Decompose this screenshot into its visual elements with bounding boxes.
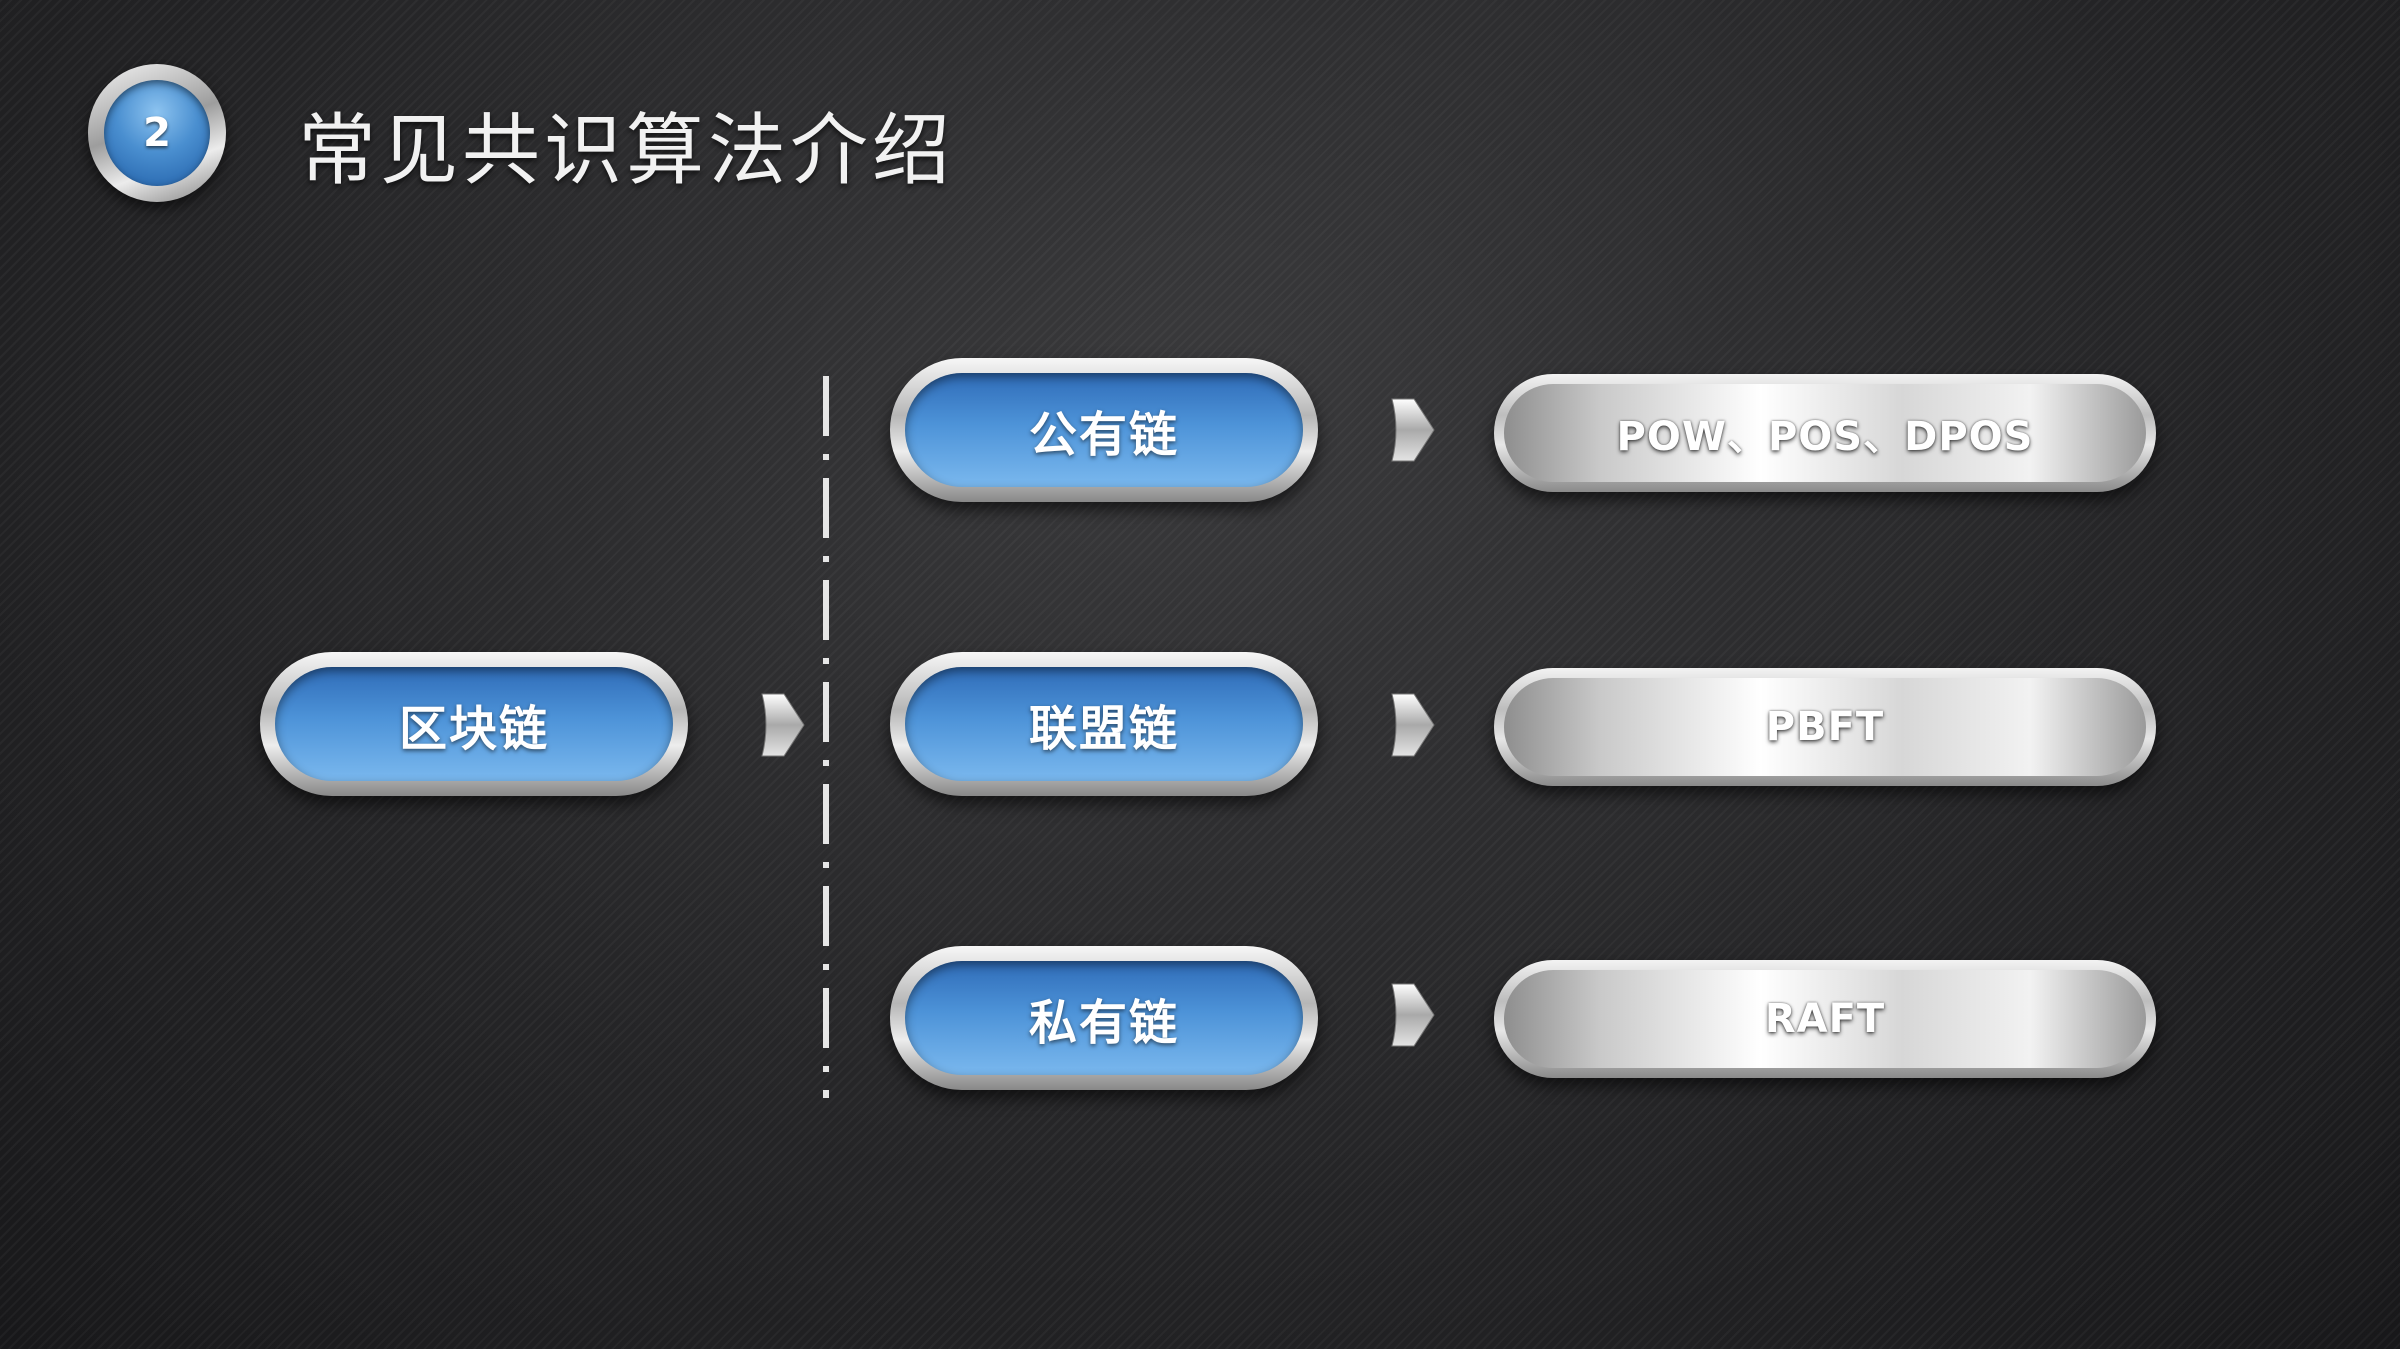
section-number: 2 xyxy=(104,80,210,186)
algorithm-box-public: POW、POS、DPOS xyxy=(1494,374,2156,492)
silver-arrow-icon xyxy=(761,693,805,757)
silver-arrow-icon xyxy=(1391,398,1435,462)
branch-node-label: 联盟链 xyxy=(905,667,1303,781)
root-node: 区块链 xyxy=(260,652,688,796)
branch-node-label: 公有链 xyxy=(905,373,1303,487)
algorithm-label: POW、POS、DPOS xyxy=(1504,384,2146,482)
branch-divider-line xyxy=(823,376,829,1098)
algorithm-label: PBFT xyxy=(1504,678,2146,776)
silver-arrow-icon xyxy=(1391,693,1435,757)
algorithm-box-consortium: PBFT xyxy=(1494,668,2156,786)
branch-node-consortium: 联盟链 xyxy=(890,652,1318,796)
algorithm-label: RAFT xyxy=(1504,970,2146,1068)
branch-node-public: 公有链 xyxy=(890,358,1318,502)
section-number-badge: 2 xyxy=(88,64,226,202)
root-node-label: 区块链 xyxy=(275,667,673,781)
algorithm-box-private: RAFT xyxy=(1494,960,2156,1078)
silver-arrow-icon xyxy=(1391,983,1435,1047)
branch-node-private: 私有链 xyxy=(890,946,1318,1090)
page-title: 常见共识算法介绍 xyxy=(298,106,955,196)
branch-node-label: 私有链 xyxy=(905,961,1303,1075)
